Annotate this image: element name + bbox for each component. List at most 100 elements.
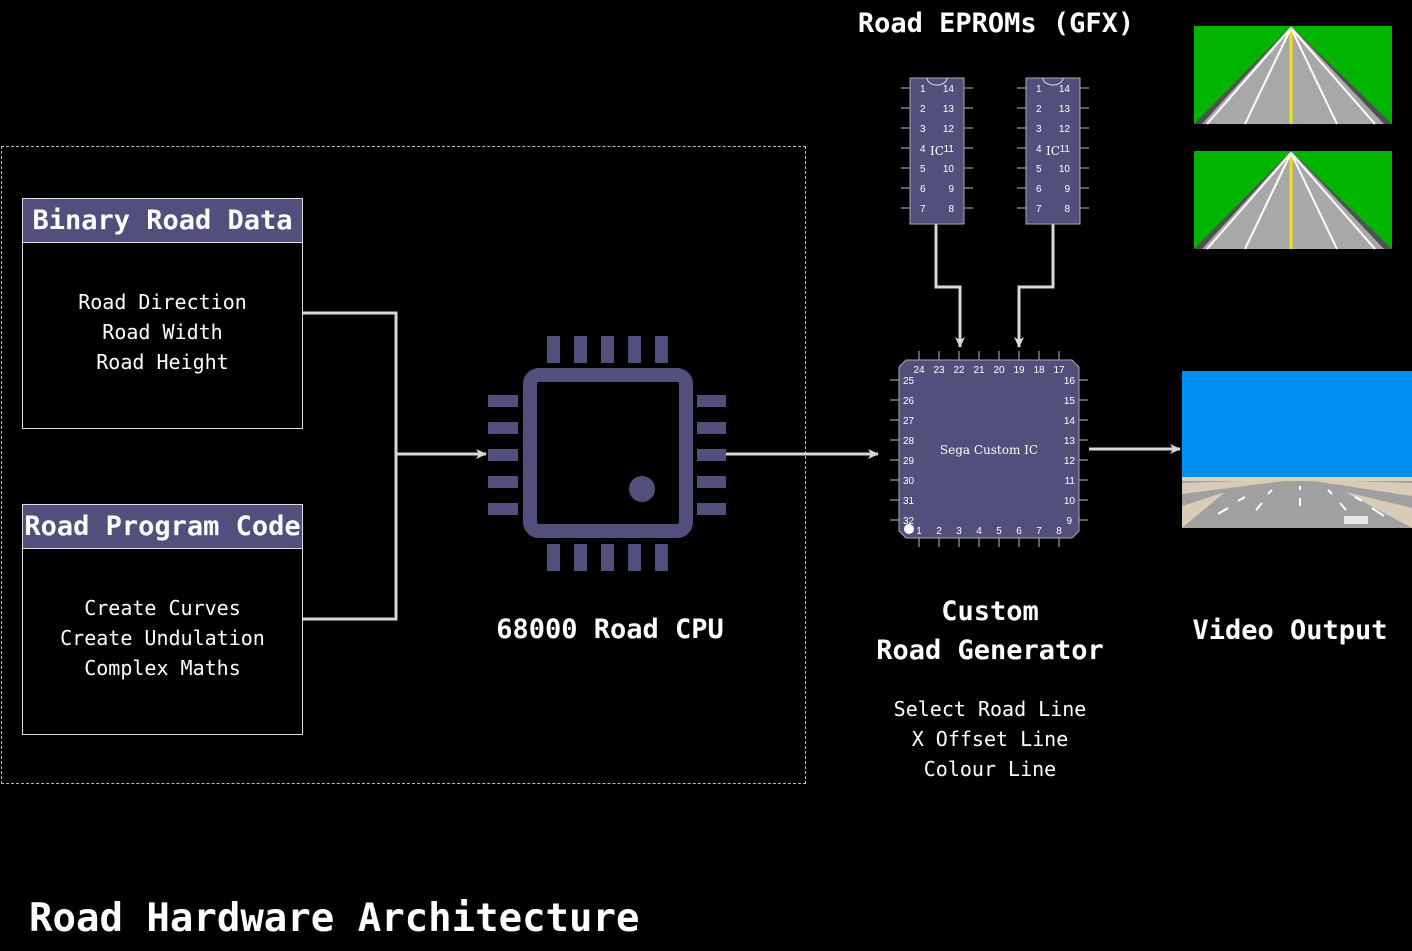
cpu-bottom-pins [547, 544, 668, 571]
eprom2-to-generator-arrow [1014, 224, 1055, 348]
custom-ic-pin-bottom: 7 [1036, 526, 1042, 537]
eprom1-pin-l: 3 [920, 124, 926, 135]
custom-ic-pin-left: 29 [903, 456, 915, 467]
custom-ic-pin-bottom: 6 [1016, 526, 1022, 537]
eprom2-pin-r: 10 [1059, 164, 1071, 175]
custom-ic-pin-left: 28 [903, 436, 915, 447]
road-generator-function: Colour Line [923, 757, 1057, 781]
eprom2-pin-l: 1 [1036, 84, 1042, 95]
eprom2-pin-l: 4 [1036, 144, 1042, 155]
custom-ic-pin-right: 12 [1064, 456, 1076, 467]
connector-lines [303, 224, 1181, 621]
road-program-code-list: Create Curves Create Undulation Complex … [23, 593, 302, 683]
custom-ic-pin-right: 16 [1064, 376, 1076, 387]
custom-ic-pin-left: 32 [903, 516, 915, 527]
custom-ic-pin-top: 23 [933, 365, 945, 376]
eprom2-pin-r: 13 [1059, 104, 1071, 115]
program-code-connector [303, 454, 398, 621]
eprom1-pin-r: 10 [943, 164, 955, 175]
custom-ic-pin-right: 13 [1064, 436, 1076, 447]
road-program-code-box: Road Program Code Create Curves Create U… [22, 504, 303, 735]
eprom1-pin-r: 11 [944, 144, 955, 155]
custom-ic-pin-left: 27 [903, 416, 915, 427]
custom-ic-pin-bottom: 8 [1056, 526, 1062, 537]
road-gfx-image-1 [1194, 26, 1392, 125]
video-output-label: Video Output [1192, 615, 1388, 646]
custom-ic-pin-top: 22 [953, 365, 965, 376]
custom-ic-pin-left: 26 [903, 396, 915, 407]
pin1-marker [904, 524, 914, 534]
custom-ic-pin-leads [890, 351, 1088, 547]
road-generator-function: X Offset Line [911, 727, 1069, 751]
eprom1-pin-r: 14 [943, 84, 955, 95]
eprom1-label: IC [930, 144, 944, 158]
custom-ic-pin-left: 31 [903, 496, 915, 507]
road-gfx-image-2 [1194, 151, 1392, 250]
eprom1-pin-l: 6 [920, 184, 926, 195]
eprom1-pin-l: 7 [920, 204, 926, 215]
cpu-chip-icon [488, 336, 726, 571]
eprom1-pin-l: 5 [920, 164, 926, 175]
custom-ic-pin-top: 21 [973, 365, 985, 376]
road-program-code-line: Create Undulation [60, 626, 265, 650]
binary-road-data-line: Road Height [96, 350, 229, 374]
eprom2-pin-r: 12 [1059, 124, 1071, 135]
eprom-chip-2: 1 2 3 4 5 6 7 14 13 12 11 10 9 8 IC [1017, 77, 1089, 225]
eprom2-pin-r: 14 [1059, 84, 1071, 95]
road-generator-function: Select Road Line [893, 697, 1087, 721]
custom-ic-pin-top: 18 [1033, 365, 1045, 376]
custom-ic-pin-bottom: 1 [916, 526, 922, 537]
custom-ic-label: Sega Custom IC [940, 443, 1038, 457]
binary-road-data-box: Binary Road Data Road Direction Road Wid… [22, 198, 303, 429]
eprom2-label: IC [1046, 144, 1060, 158]
video-output-image [1182, 371, 1412, 528]
binary-road-data-line: Road Direction [78, 290, 247, 314]
eprom1-pin-l: 4 [920, 144, 926, 155]
eprom1-pin-l: 2 [920, 104, 926, 115]
road-generator-title-line1: Custom [941, 596, 1039, 627]
eprom1-to-generator-arrow [934, 224, 965, 348]
eprom2-pin-l: 5 [1036, 164, 1042, 175]
custom-ic-pin-bottom: 4 [976, 526, 982, 537]
cpu-top-pins [547, 336, 668, 363]
custom-ic-pin-right: 10 [1064, 496, 1076, 507]
cpu-left-pins [488, 395, 518, 515]
eprom1-pin-leads [901, 87, 973, 209]
binary-road-data-line: Road Width [102, 320, 223, 344]
road-program-code-line: Create Curves [84, 596, 241, 620]
custom-ic-pin-bottom: 5 [996, 526, 1002, 537]
custom-ic-pin-right: 14 [1064, 416, 1076, 427]
page-title: Road Hardware Architecture [29, 896, 640, 941]
cpu-right-pins [697, 395, 726, 515]
eprom1-pin-l: 1 [920, 84, 926, 95]
custom-ic-pin-top: 17 [1053, 365, 1065, 376]
cpu-label: 68000 Road CPU [496, 614, 724, 645]
custom-ic-pin-top: 19 [1013, 365, 1025, 376]
custom-ic-pin-bottom: 2 [936, 526, 942, 537]
custom-ic-pin-right: 9 [1066, 516, 1072, 527]
eprom1-pin-r: 12 [943, 124, 955, 135]
eprom2-pin-l: 3 [1036, 124, 1042, 135]
custom-ic-pin-top: 20 [993, 365, 1005, 376]
custom-ic-pin-right: 11 [1065, 476, 1076, 487]
eprom2-pin-r: 9 [1064, 184, 1070, 195]
custom-ic-pin-left: 30 [903, 476, 915, 487]
road-program-code-title: Road Program Code [23, 505, 302, 549]
cpu-subsystem-group [1, 146, 806, 784]
road-generator-title-line2: Road Generator [876, 635, 1104, 666]
road-program-code-line: Complex Maths [84, 656, 241, 680]
custom-ic-pin-left: 25 [903, 376, 915, 387]
eprom2-pin-r: 11 [1060, 144, 1071, 155]
road-generator-functions: Select Road Line X Offset Line Colour Li… [850, 694, 1130, 784]
custom-ic-pin-top: 24 [913, 365, 925, 376]
eprom1-pin-r: 13 [943, 104, 955, 115]
sega-custom-ic: 24 23 22 21 20 19 18 17 25 26 27 28 29 3… [890, 351, 1088, 547]
binary-road-data-list: Road Direction Road Width Road Height [23, 287, 302, 377]
eprom2-pin-r: 8 [1064, 204, 1070, 215]
eprom1-pin-r: 9 [948, 184, 954, 195]
eprom-chip-1: 1 2 3 4 5 6 7 14 13 12 11 10 9 8 IC [901, 77, 973, 225]
eprom1-pin-r: 8 [948, 204, 954, 215]
eprom2-pin-l: 2 [1036, 104, 1042, 115]
eproms-title: Road EPROMs (GFX) [857, 8, 1135, 39]
